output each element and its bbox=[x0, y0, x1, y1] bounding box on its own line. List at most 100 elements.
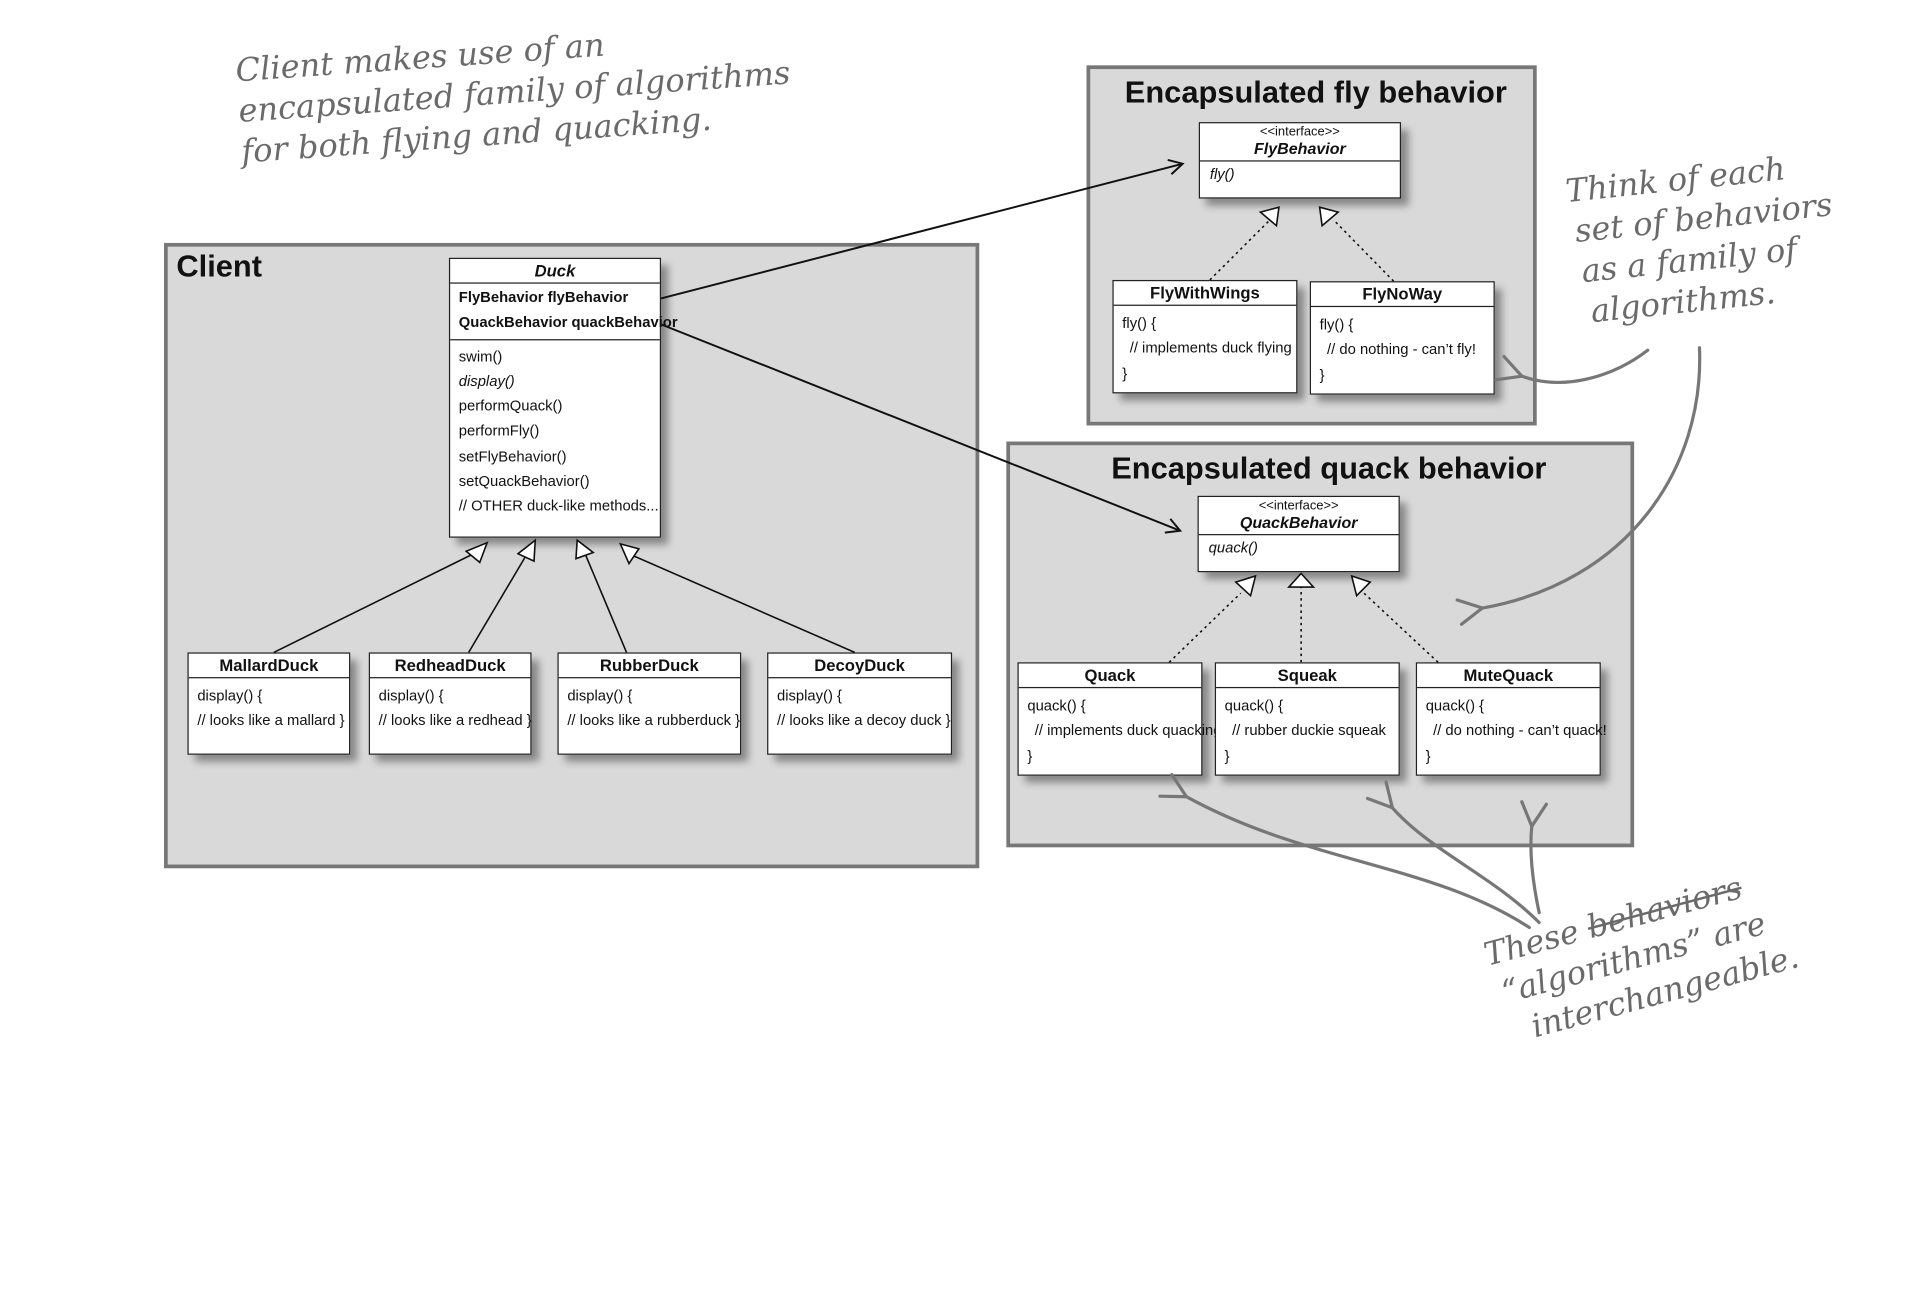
fly-with-wings-class: FlyWithWings fly() { // implements duck … bbox=[1112, 279, 1298, 394]
inheritance-triangle bbox=[575, 538, 595, 560]
code-line: } bbox=[1224, 746, 1230, 765]
duck-field: QuackBehavior quackBehavior bbox=[458, 313, 678, 331]
code-line: display() { bbox=[776, 686, 842, 705]
duck-method: setQuackBehavior() bbox=[458, 472, 590, 490]
code-line: quack() { bbox=[1224, 696, 1284, 715]
realization-line bbox=[1209, 218, 1271, 281]
duck-method: setFlyBehavior() bbox=[458, 447, 567, 465]
class-body: display() { // looks like a redhead } bbox=[370, 678, 532, 738]
decoy-duck-class: DecoyDuck display() { // looks like a de… bbox=[767, 652, 953, 755]
class-body: display() { // looks like a decoy duck } bbox=[768, 678, 951, 738]
inheritance-line bbox=[583, 552, 628, 653]
connector-layer bbox=[273, 158, 1702, 930]
code-line: } bbox=[1425, 746, 1431, 765]
code-line: } bbox=[1027, 746, 1033, 765]
realization-line bbox=[1363, 592, 1439, 663]
fly-panel-title: Encapsulated fly behavior bbox=[1124, 75, 1507, 110]
code-line: display() { bbox=[378, 686, 444, 705]
interface-method: quack() bbox=[1208, 538, 1258, 557]
realization-triangle bbox=[1286, 572, 1316, 588]
code-line: quack() { bbox=[1027, 696, 1086, 715]
mute-quack-class: MuteQuack quack() { // do nothing - can’… bbox=[1415, 662, 1607, 776]
duck-methods: swim() display() performQuack() performF… bbox=[450, 340, 660, 524]
class-name: FlyNoWay bbox=[1310, 282, 1494, 308]
code-line: quack() { bbox=[1425, 696, 1485, 715]
class-name: FlyWithWings bbox=[1113, 281, 1297, 306]
code-line: display() { bbox=[197, 686, 263, 705]
duck-field: FlyBehavior flyBehavior bbox=[458, 288, 629, 306]
redhead-duck-class: RedheadDuck display() { // looks like a … bbox=[368, 652, 532, 755]
interchange-arrow-to-squeak bbox=[1366, 780, 1541, 925]
code-line: } bbox=[1319, 365, 1325, 384]
quack-behavior-interface: <<interface>> QuackBehavior quack() bbox=[1197, 495, 1400, 573]
code-line: // looks like a redhead } bbox=[378, 711, 532, 730]
realization-triangle bbox=[1350, 574, 1372, 598]
code-line: display() { bbox=[567, 686, 633, 705]
realization-line bbox=[1332, 218, 1395, 282]
inheritance-line bbox=[631, 554, 855, 654]
inheritance-line bbox=[273, 551, 477, 654]
rubber-duck-class: RubberDuck display() { // looks like a r… bbox=[557, 652, 742, 755]
quack-class: Quack quack() { // implements duck quack… bbox=[1017, 662, 1222, 776]
inheritance-triangle bbox=[464, 541, 489, 564]
realization-line bbox=[1168, 592, 1242, 663]
quack-association-arrow bbox=[660, 323, 1183, 534]
class-body: quack() { // do nothing - can’t quack! } bbox=[1417, 688, 1607, 773]
class-name: MallardDuck bbox=[188, 654, 350, 679]
code-line: // rubber duckie squeak bbox=[1232, 721, 1386, 740]
duck-class: Duck FlyBehavior flyBehavior QuackBehavi… bbox=[448, 257, 678, 538]
duck-fields: FlyBehavior flyBehavior QuackBehavior qu… bbox=[450, 284, 678, 340]
fly-no-way-class: FlyNoWay fly() { // do nothing - can’t f… bbox=[1309, 281, 1495, 395]
code-line: fly() { bbox=[1319, 315, 1354, 333]
code-line: fly() { bbox=[1122, 314, 1157, 332]
class-body: quack() { // rubber duckie squeak } bbox=[1216, 688, 1399, 773]
class-name: Quack bbox=[1018, 664, 1202, 689]
duck-method: performFly() bbox=[458, 422, 540, 440]
duck-method: performQuack() bbox=[458, 397, 563, 415]
code-line: // implements duck flying bbox=[1129, 339, 1292, 357]
class-name: MuteQuack bbox=[1417, 664, 1600, 689]
interchange-arrow-to-quack bbox=[1158, 773, 1531, 930]
realization-triangle bbox=[1234, 574, 1257, 598]
family-note-arrow-to-fly bbox=[1494, 348, 1650, 384]
class-name: DecoyDuck bbox=[768, 654, 951, 679]
realization-triangle bbox=[1258, 206, 1280, 228]
class-body: display() { // looks like a mallard } bbox=[189, 678, 349, 738]
class-body: quack() { // implements duck quacking } bbox=[1019, 688, 1222, 773]
family-note-arrow-to-quack bbox=[1455, 346, 1702, 626]
inheritance-line bbox=[467, 552, 529, 653]
duck-method: swim() bbox=[458, 347, 503, 365]
mallard-duck-class: MallardDuck display() { // looks like a … bbox=[187, 652, 351, 755]
family-note: Think of each set of behaviors as a fami… bbox=[1564, 145, 1843, 334]
duck-method: // OTHER duck-like methods... bbox=[458, 497, 659, 515]
interface-method: fly() bbox=[1209, 165, 1235, 183]
class-body: fly() { // implements duck flying } bbox=[1114, 306, 1297, 391]
class-name: RedheadDuck bbox=[369, 654, 531, 679]
interface-name: QuackBehavior bbox=[1198, 513, 1399, 536]
fly-behavior-interface: <<interface>> FlyBehavior fly() bbox=[1198, 122, 1402, 199]
quack-panel-title: Encapsulated quack behavior bbox=[1111, 451, 1547, 486]
interchange-arrow-to-mute-quack bbox=[1520, 800, 1548, 915]
interface-stereotype: <<interface>> bbox=[1258, 498, 1339, 514]
duck-method: display() bbox=[458, 372, 515, 390]
code-line: // looks like a decoy duck } bbox=[776, 711, 951, 730]
code-line: } bbox=[1122, 364, 1128, 382]
class-body: fly() { // do nothing - can’t fly! } bbox=[1311, 307, 1494, 392]
class-name: RubberDuck bbox=[558, 654, 740, 679]
interface-name: FlyBehavior bbox=[1200, 139, 1400, 162]
class-body: display() { // looks like a rubberduck } bbox=[559, 678, 740, 738]
code-line: // do nothing - can’t quack! bbox=[1433, 721, 1607, 740]
squeak-class: Squeak quack() { // rubber duckie squeak… bbox=[1214, 662, 1400, 776]
interface-stereotype: <<interface>> bbox=[1259, 124, 1340, 140]
code-line: // looks like a rubberduck } bbox=[567, 711, 741, 730]
code-line: // do nothing - can’t fly! bbox=[1327, 340, 1476, 359]
inheritance-triangle bbox=[516, 538, 537, 563]
class-name: Squeak bbox=[1216, 664, 1399, 689]
realization-triangle bbox=[1318, 206, 1340, 228]
code-line: // implements duck quacking bbox=[1034, 721, 1222, 740]
code-line: // looks like a mallard } bbox=[197, 711, 345, 730]
inheritance-triangle bbox=[618, 542, 641, 566]
fly-association-arrow bbox=[660, 158, 1185, 300]
duck-class-name: Duck bbox=[450, 259, 660, 284]
